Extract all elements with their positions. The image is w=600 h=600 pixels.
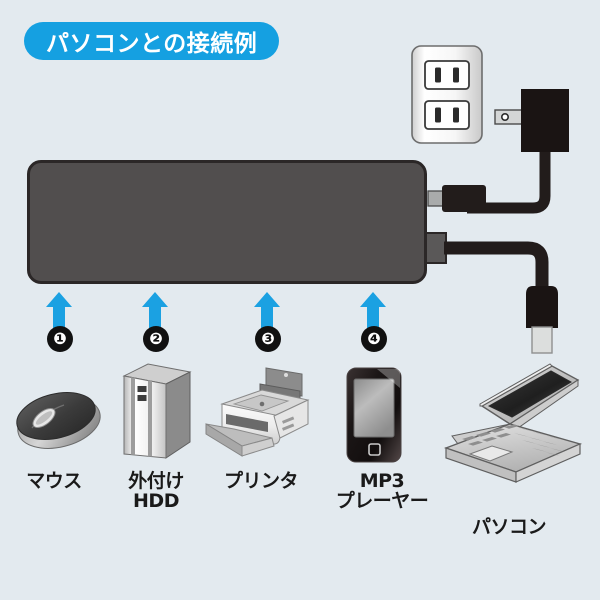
device-laptop-pc bbox=[443, 362, 584, 492]
usb-plug-tip bbox=[531, 326, 553, 354]
device-label-printer: プリンタ bbox=[223, 470, 299, 492]
port-badge-4: ❹ bbox=[361, 326, 387, 352]
port-badge-1: ❶ bbox=[47, 326, 73, 352]
outlet-socket-upper bbox=[424, 60, 470, 90]
usb-hub bbox=[27, 160, 427, 284]
ac-adapter bbox=[467, 86, 600, 246]
page-title: パソコンとの接続例 bbox=[46, 31, 258, 57]
device-external-hdd bbox=[118, 362, 194, 462]
printer-output-slot bbox=[226, 414, 268, 432]
connection-arrow-4 bbox=[359, 292, 387, 328]
device-label-mp3-player: MP3 プレーヤー bbox=[335, 470, 429, 512]
device-mouse bbox=[12, 378, 104, 456]
device-label-mouse: マウス bbox=[26, 470, 82, 492]
laptop-keyboard bbox=[462, 424, 565, 456]
mp3-screen bbox=[353, 378, 395, 438]
page-title-badge: パソコンとの接続例 bbox=[24, 22, 280, 60]
usb-cord bbox=[444, 241, 549, 300]
device-label-external-hdd: 外付け HDD bbox=[128, 470, 184, 512]
usb-cable bbox=[419, 228, 600, 378]
device-printer bbox=[204, 366, 314, 458]
usb-plug-body bbox=[526, 286, 558, 328]
wall-outlet bbox=[410, 44, 490, 149]
connection-arrow-3 bbox=[253, 292, 281, 328]
device-mp3-player bbox=[344, 366, 404, 466]
hdd-side-face bbox=[165, 371, 191, 459]
power-connector-body bbox=[442, 185, 486, 212]
power-connector-tip bbox=[427, 190, 445, 207]
power-connector bbox=[427, 182, 498, 216]
connection-arrow-1 bbox=[45, 292, 73, 328]
laptop-trackpad bbox=[468, 445, 514, 462]
device-label-laptop-pc: パソコン bbox=[471, 516, 547, 538]
mp3-home-button bbox=[368, 443, 381, 456]
port-badge-3: ❸ bbox=[255, 326, 281, 352]
laptop-screen bbox=[487, 370, 573, 418]
hdd-led-lower bbox=[137, 395, 147, 401]
connection-arrow-2 bbox=[141, 292, 169, 328]
hdd-led-upper bbox=[137, 386, 147, 392]
outlet-socket-lower bbox=[424, 100, 470, 130]
port-badge-2: ❷ bbox=[143, 326, 169, 352]
adapter-body bbox=[521, 89, 569, 152]
power-cord bbox=[467, 152, 551, 214]
